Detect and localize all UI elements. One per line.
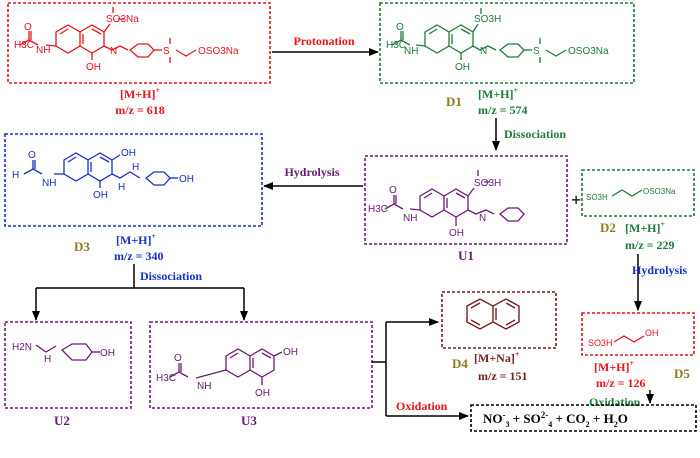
u1-nh-atom: NH [403, 213, 417, 224]
plus-sign: + [571, 190, 581, 210]
d3-ch3-atom: H [12, 170, 19, 181]
d4-label: [M+Na]+ m/z = 151 [474, 350, 528, 383]
d3-id: D3 [74, 239, 90, 254]
u2-h2n-atom: H2N [12, 342, 32, 353]
u3-nh-atom: NH [197, 381, 211, 392]
u1-h3c-atom: H3C [368, 204, 388, 215]
d3-oh-phenyl-atom: OH [179, 174, 194, 185]
d2-id: D2 [600, 220, 616, 235]
d2-label: [M+H]+ m/z = 229 [625, 220, 675, 252]
parent-ion-label: [M+H]+ [120, 86, 161, 101]
u3-compound-box: H3C O NH OH OH [149, 321, 373, 409]
d4-id: D4 [452, 356, 468, 371]
d5-so3h-atom: SO3H [588, 338, 613, 348]
d1-n-atom: N [480, 46, 487, 57]
u1-o-atom: O [389, 185, 397, 196]
parent-nh-atom: NH [36, 45, 50, 56]
d3-compound-box: H O NH OH OH H H OH [4, 133, 263, 227]
products-box: NO-3 + SO2-4 + CO2 + H2O [470, 404, 697, 432]
products-text: NO-3 + SO2-4 + CO2 + H2O [483, 410, 628, 429]
u1-n-atom: N [479, 213, 486, 224]
d1-oso3na-atom: OSO3Na [568, 46, 609, 57]
d5-id: D5 [674, 366, 690, 381]
u3-id: U3 [241, 413, 257, 428]
d5-compound-box: SO3H OH [581, 312, 695, 356]
parent-o-atom: O [24, 22, 32, 33]
u3-oh-bottom-atom: OH [255, 388, 270, 399]
u1-id: U1 [458, 248, 474, 263]
d1-ion-label: [M+H]+ [478, 86, 519, 101]
d4-mz-label: m/z = 151 [478, 369, 528, 383]
d2-mz-label: m/z = 229 [625, 238, 675, 252]
d4-compound-box [441, 291, 557, 349]
d5-ion-label: [M+H]+ [594, 359, 635, 374]
d1-so3h-atom: SO3H [474, 14, 501, 25]
u2-compound-box: H2N H OH [4, 321, 132, 409]
dissociation-tree [32, 264, 248, 321]
d1-s-atom: S [533, 46, 540, 57]
d1-id: D1 [446, 94, 462, 109]
parent-oh-atom: OH [86, 62, 101, 73]
d1-compound-box: H3C O NH SO3H N OH S OSO3Na [379, 2, 635, 84]
u2-oh-atom: OH [100, 348, 115, 359]
parent-h3c-atom: H3C [14, 40, 34, 51]
protonation-label: Protonation [293, 34, 354, 48]
parent-label: [M+H]+ m/z = 618 [115, 86, 165, 117]
u3-o-atom: O [174, 353, 182, 364]
d1-mz-label: m/z = 574 [478, 103, 528, 117]
d3-nh-atom: NH [42, 178, 56, 189]
d1-oh-atom: OH [455, 62, 470, 73]
d4-ion-label: [M+Na]+ [474, 350, 520, 365]
d3-nh-2-atom: H [132, 162, 139, 173]
u3-oh-top-atom: OH [283, 347, 298, 358]
d2-oso3na-atom: OSO3Na [643, 187, 676, 196]
d1-nh-atom: NH [404, 46, 418, 57]
parent-oso3na-atom: OSO3Na [198, 46, 239, 57]
d3-mz-label: m/z = 340 [114, 249, 164, 263]
u3-branch-arrows [372, 318, 469, 420]
oxidation-label-2: Oxidation [589, 395, 641, 409]
d5-label: [M+H]+ m/z = 126 [594, 359, 646, 390]
parent-so3na-atom: SO3Na [106, 14, 139, 25]
d3-oh-top-atom: OH [121, 148, 136, 159]
d5-mz-label: m/z = 126 [596, 376, 646, 390]
parent-s-atom: S [163, 46, 170, 57]
d1-o-atom: O [396, 22, 404, 33]
d3-o-atom: O [28, 150, 36, 161]
d2-so3h-atom: SO3H [586, 193, 608, 202]
parent-compound-box: H3C O NH SO3Na N OH S OSO3Na [7, 2, 271, 84]
u1-oh-atom: OH [449, 228, 464, 239]
d3-ion-label: [M+H]+ [116, 232, 157, 247]
d1-h3c-atom: H3C [386, 40, 406, 51]
dissociation-label-1: Dissociation [504, 127, 566, 141]
u2-h-atom: H [44, 354, 51, 365]
d1-label: [M+H]+ m/z = 574 [478, 86, 528, 117]
d2-ion-label: [M+H]+ [625, 220, 666, 235]
d3-label: [M+H]+ m/z = 340 [114, 232, 164, 263]
oxidation-label-1: Oxidation [396, 399, 448, 413]
d5-oh-atom: OH [645, 328, 659, 338]
parent-n-atom: N [110, 46, 117, 57]
d3-oh-bottom-atom: OH [93, 190, 108, 201]
hydrolysis-label-1: Hydrolysis [284, 165, 339, 179]
u3-h3c-atom: H3C [156, 373, 176, 384]
d2-compound-box: SO3H OSO3Na [581, 169, 695, 217]
parent-mz-label: m/z = 618 [115, 103, 165, 117]
u2-id: U2 [54, 413, 70, 428]
u1-compound-box: H3C O NH SO3H N OH [364, 155, 568, 245]
d3-nh-1-atom: H [118, 182, 125, 193]
u1-so3h-atom: SO3H [474, 178, 501, 189]
dissociation-label-2: Dissociation [140, 269, 202, 283]
hydrolysis-label-2: Hydrolysis [632, 263, 687, 277]
